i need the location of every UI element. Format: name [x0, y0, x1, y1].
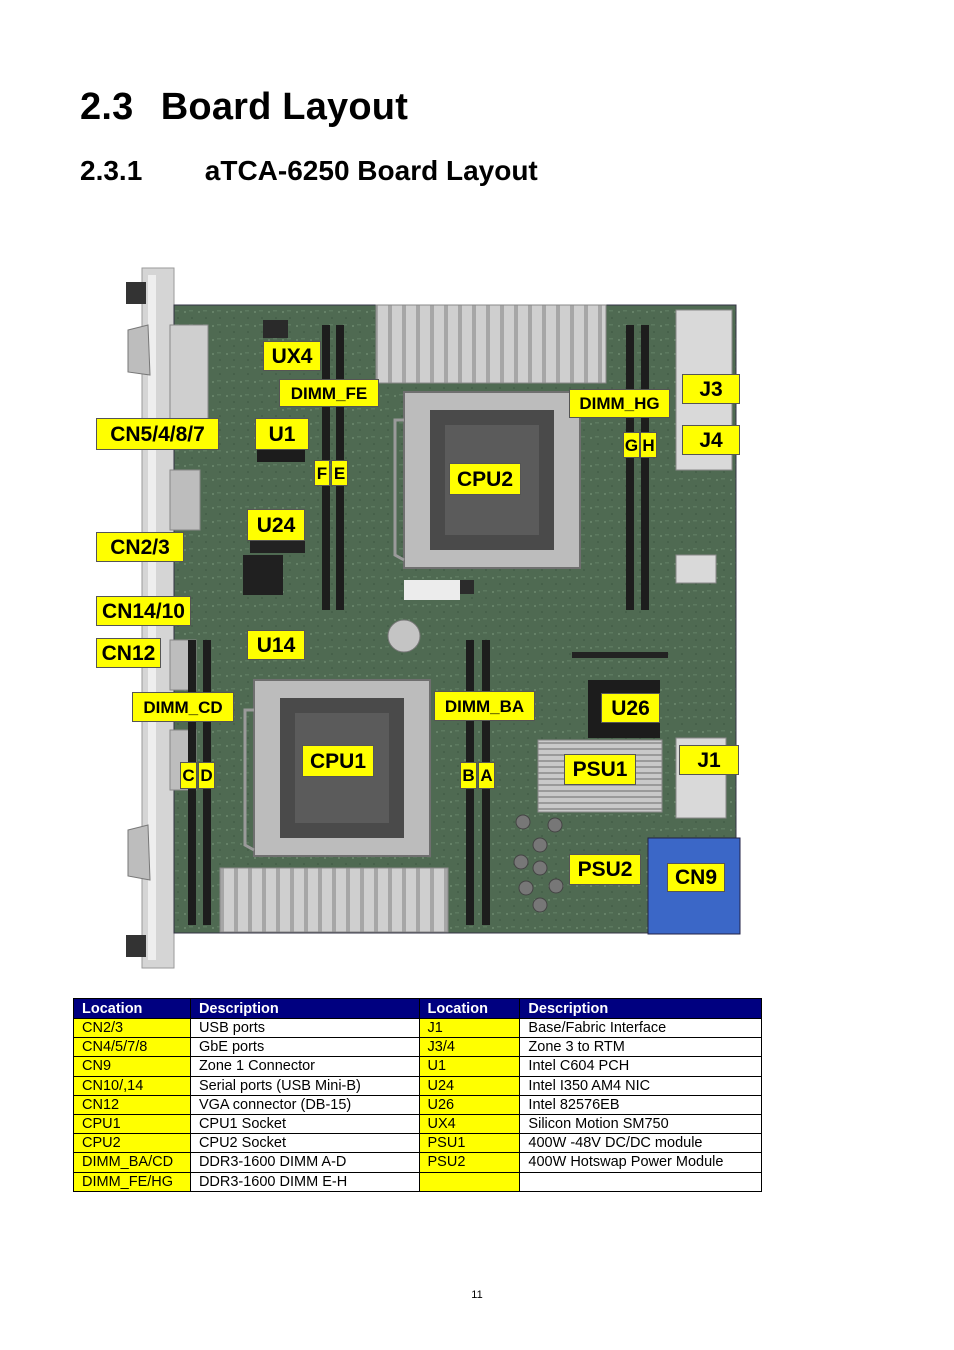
- location-cell: CPU1: [73, 1113, 191, 1135]
- callout-u26: U26: [601, 693, 660, 723]
- description-cell: USB ports: [189, 1017, 420, 1039]
- callout-cn5-4-8-7: CN5/4/8/7: [96, 418, 219, 450]
- table-header-row: Location Description Location Descriptio…: [73, 998, 762, 1019]
- location-cell: U24: [418, 1075, 521, 1096]
- callout-j3: J3: [682, 374, 740, 404]
- table-row: CN10/,14 Serial ports (USB Mini-B) U24 I…: [73, 1075, 762, 1096]
- section-title: Board Layout: [160, 86, 409, 128]
- location-cell: PSU2: [418, 1152, 521, 1173]
- location-cell: CN10/,14: [73, 1075, 191, 1096]
- callout-j4: J4: [682, 425, 740, 455]
- location-cell: J1: [418, 1017, 521, 1039]
- description-cell: Base/Fabric Interface: [519, 1017, 762, 1039]
- callout-j1: J1: [679, 745, 739, 775]
- description-cell: [519, 1171, 762, 1192]
- board-photo: [126, 267, 741, 969]
- callout-dimm-hg: DIMM_HG: [569, 389, 670, 418]
- location-cell: CN2/3: [73, 1017, 191, 1039]
- callout-dimm-c: C: [180, 762, 197, 789]
- description-cell: CPU1 Socket: [189, 1113, 420, 1135]
- location-cell: U1: [418, 1056, 521, 1077]
- callout-cpu1: CPU1: [302, 745, 374, 777]
- callout-dimm-f: F: [314, 460, 330, 486]
- callout-ux4: UX4: [263, 341, 321, 371]
- table-row: CN2/3 USB ports J1 Base/Fabric Interface: [73, 1017, 762, 1039]
- callout-dimm-fe: DIMM_FE: [279, 379, 379, 407]
- description-cell: CPU2 Socket: [189, 1133, 420, 1154]
- subsection-title: aTCA-6250 Board Layout: [204, 155, 538, 186]
- callout-dimm-h: H: [640, 432, 657, 458]
- page-number: 11: [471, 1289, 483, 1301]
- callout-cpu2: CPU2: [449, 463, 521, 495]
- description-cell: Intel 82576EB: [519, 1094, 762, 1115]
- callout-dimm-e: E: [331, 460, 348, 486]
- description-cell: Intel C604 PCH: [519, 1056, 762, 1077]
- description-cell: VGA connector (DB-15): [189, 1094, 420, 1115]
- description-cell: Serial ports (USB Mini-B): [189, 1075, 420, 1096]
- callout-psu1: PSU1: [564, 754, 636, 785]
- table-row: CPU2 CPU2 Socket PSU1 400W -48V DC/DC mo…: [73, 1133, 762, 1154]
- callout-u1: U1: [255, 418, 309, 450]
- header-location-1: Location: [73, 998, 191, 1019]
- location-cell: J3/4: [418, 1037, 521, 1058]
- location-cell: DIMM_BA/CD: [73, 1152, 191, 1173]
- section-number: 2.3: [80, 86, 134, 128]
- description-cell: 400W Hotswap Power Module: [519, 1152, 762, 1173]
- description-cell: Intel I350 AM4 NIC: [519, 1075, 762, 1096]
- callout-cn14-10: CN14/10: [96, 596, 191, 626]
- callout-dimm-a: A: [478, 762, 495, 789]
- callout-cn2-3: CN2/3: [96, 532, 184, 562]
- description-cell: Zone 3 to RTM: [519, 1037, 762, 1058]
- header-description-1: Description: [189, 998, 420, 1019]
- table-row: DIMM_BA/CD DDR3-1600 DIMM A-D PSU2 400W …: [73, 1152, 762, 1173]
- callout-cn12: CN12: [96, 638, 161, 668]
- subsection-heading: 2.3.1 aTCA-6250 Board Layout: [80, 155, 538, 187]
- description-cell: Silicon Motion SM750: [519, 1113, 762, 1135]
- location-table: Location Description Location Descriptio…: [73, 998, 762, 1192]
- location-cell: U26: [418, 1094, 521, 1115]
- header-location-2: Location: [418, 998, 521, 1019]
- table-row: CN4/5/7/8 GbE ports J3/4 Zone 3 to RTM: [73, 1037, 762, 1058]
- location-cell: PSU1: [418, 1133, 521, 1154]
- callout-psu2: PSU2: [569, 854, 641, 885]
- description-cell: DDR3-1600 DIMM A-D: [189, 1152, 420, 1173]
- header-description-2: Description: [519, 998, 762, 1019]
- description-cell: Zone 1 Connector: [189, 1056, 420, 1077]
- board-layout-figure: UX4 DIMM_FE DIMM_HG J3 J4 CN5/4/8/7 U1 F…: [96, 267, 741, 969]
- location-cell: UX4: [418, 1113, 521, 1135]
- table-row: DIMM_FE/HG DDR3-1600 DIMM E-H: [73, 1171, 762, 1192]
- callout-cn9: CN9: [667, 863, 725, 892]
- description-cell: GbE ports: [189, 1037, 420, 1058]
- table-row: CN12 VGA connector (DB-15) U26 Intel 825…: [73, 1094, 762, 1115]
- callout-dimm-ba: DIMM_BA: [434, 691, 535, 721]
- description-cell: 400W -48V DC/DC module: [519, 1133, 762, 1154]
- subsection-number: 2.3.1: [80, 155, 143, 186]
- location-cell: [418, 1171, 521, 1192]
- location-cell: CN12: [73, 1094, 191, 1115]
- location-cell: CN4/5/7/8: [73, 1037, 191, 1058]
- table-row: CPU1 CPU1 Socket UX4 Silicon Motion SM75…: [73, 1113, 762, 1135]
- callout-u24: U24: [247, 509, 305, 541]
- callout-dimm-g: G: [623, 432, 640, 458]
- location-cell: CPU2: [73, 1133, 191, 1154]
- table-row: CN9 Zone 1 Connector U1 Intel C604 PCH: [73, 1056, 762, 1077]
- location-cell: DIMM_FE/HG: [73, 1171, 191, 1192]
- callout-dimm-cd: DIMM_CD: [132, 692, 234, 722]
- callout-dimm-b: B: [460, 762, 477, 789]
- location-cell: CN9: [73, 1056, 191, 1077]
- callout-dimm-d: D: [198, 762, 215, 789]
- callout-u14: U14: [247, 630, 305, 660]
- description-cell: DDR3-1600 DIMM E-H: [189, 1171, 420, 1192]
- section-heading: 2.3 Board Layout: [80, 86, 408, 129]
